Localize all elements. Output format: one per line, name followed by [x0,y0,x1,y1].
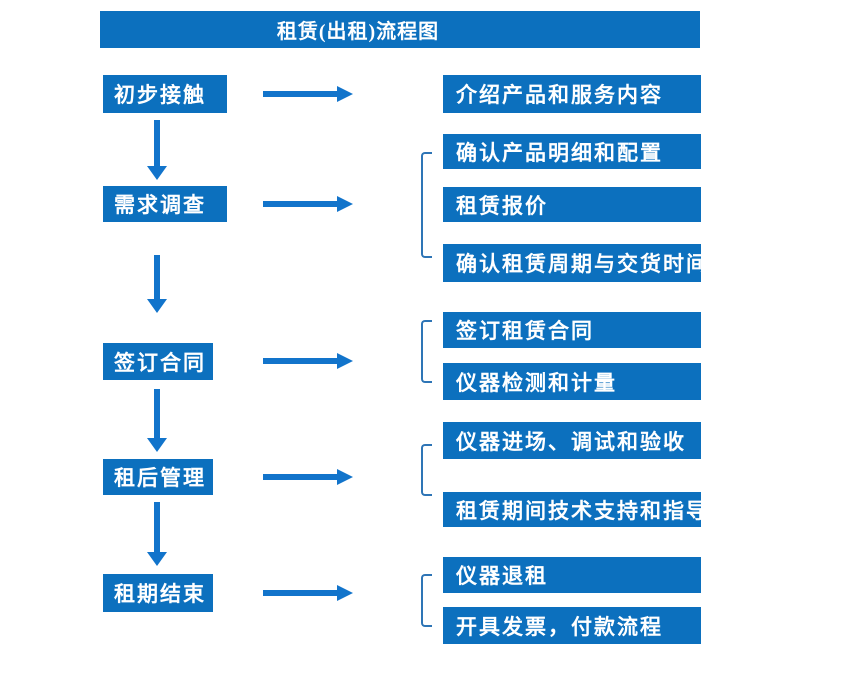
arrow-head-icon [337,469,353,485]
arrow-head-icon [337,353,353,369]
output-label: 确认产品明细和配置 [456,140,663,165]
stage-box-rental-end: 租期结束 [103,574,213,612]
bracket-group-stage2-outputs [421,152,432,258]
arrow-down-stage1-2 [147,120,167,180]
arrow-down-stage3-4 [147,389,167,452]
arrow-right-stage5 [263,585,353,601]
arrow-down-stage2-3 [147,255,167,313]
arrow-shaft [263,590,338,596]
output-label: 介绍产品和服务内容 [456,83,663,107]
output-box-instrument-setup-acceptance: 仪器进场、调试和验收 [443,422,701,459]
output-box-confirm-product-details: 确认产品明细和配置 [443,134,701,169]
arrow-shaft [263,474,338,480]
arrow-shaft [154,120,160,166]
stage-box-sign-contract: 签订合同 [103,343,213,380]
stage-label: 租后管理 [114,466,206,490]
arrow-shaft [154,502,160,552]
output-label: 仪器进场、调试和验收 [456,429,686,454]
flowchart-title-bar: 租赁(出租)流程图 [100,11,700,48]
arrow-right-stage4 [263,469,353,485]
arrow-shaft [154,255,160,299]
stage-label: 需求调查 [114,193,206,217]
arrow-shaft [263,358,338,364]
bracket-group-stage5-outputs [421,574,432,627]
arrow-right-stage2 [263,196,353,212]
output-box-confirm-rental-period: 确认租赁周期与交货时间 [443,244,701,282]
flowchart-title: 租赁(出租)流程图 [276,21,440,43]
output-label: 租赁报价 [456,193,548,218]
arrow-head-icon [337,585,353,601]
output-label: 签订租赁合同 [456,319,594,343]
arrow-head-icon [337,86,353,102]
bracket-group-stage4-outputs [421,444,432,496]
output-label: 仪器检测和计量 [456,370,617,395]
stage-label: 初步接触 [114,83,206,107]
output-box-instrument-testing: 仪器检测和计量 [443,363,701,400]
arrow-head-icon [147,299,167,313]
stage-box-initial-contact: 初步接触 [103,75,227,113]
arrow-head-icon [337,196,353,212]
stage-box-post-rental-management: 租后管理 [103,459,213,495]
arrow-head-icon [147,166,167,180]
output-box-invoice-payment: 开具发票，付款流程 [443,607,701,644]
output-box-instrument-return: 仪器退租 [443,557,701,593]
stage-label: 签订合同 [114,350,206,375]
arrow-shaft [154,389,160,438]
stage-label: 租期结束 [114,582,206,606]
arrow-shaft [263,91,338,97]
output-label: 仪器退租 [456,564,548,588]
output-box-introduce-products: 介绍产品和服务内容 [443,75,701,113]
arrow-right-stage1 [263,86,353,102]
output-label: 确认租赁周期与交货时间 [456,252,701,276]
bracket-group-stage3-outputs [421,320,432,383]
arrow-head-icon [147,552,167,566]
output-box-sign-rental-contract: 签订租赁合同 [443,312,701,348]
output-label: 开具发票，付款流程 [456,614,663,639]
arrow-right-stage3 [263,353,353,369]
arrow-down-stage4-5 [147,502,167,566]
output-box-technical-support: 租赁期间技术支持和指导 [443,492,701,527]
arrow-head-icon [147,438,167,452]
output-box-rental-quote: 租赁报价 [443,187,701,222]
stage-box-demand-survey: 需求调查 [103,186,227,222]
arrow-shaft [263,201,338,207]
output-label: 租赁期间技术支持和指导 [456,498,701,523]
